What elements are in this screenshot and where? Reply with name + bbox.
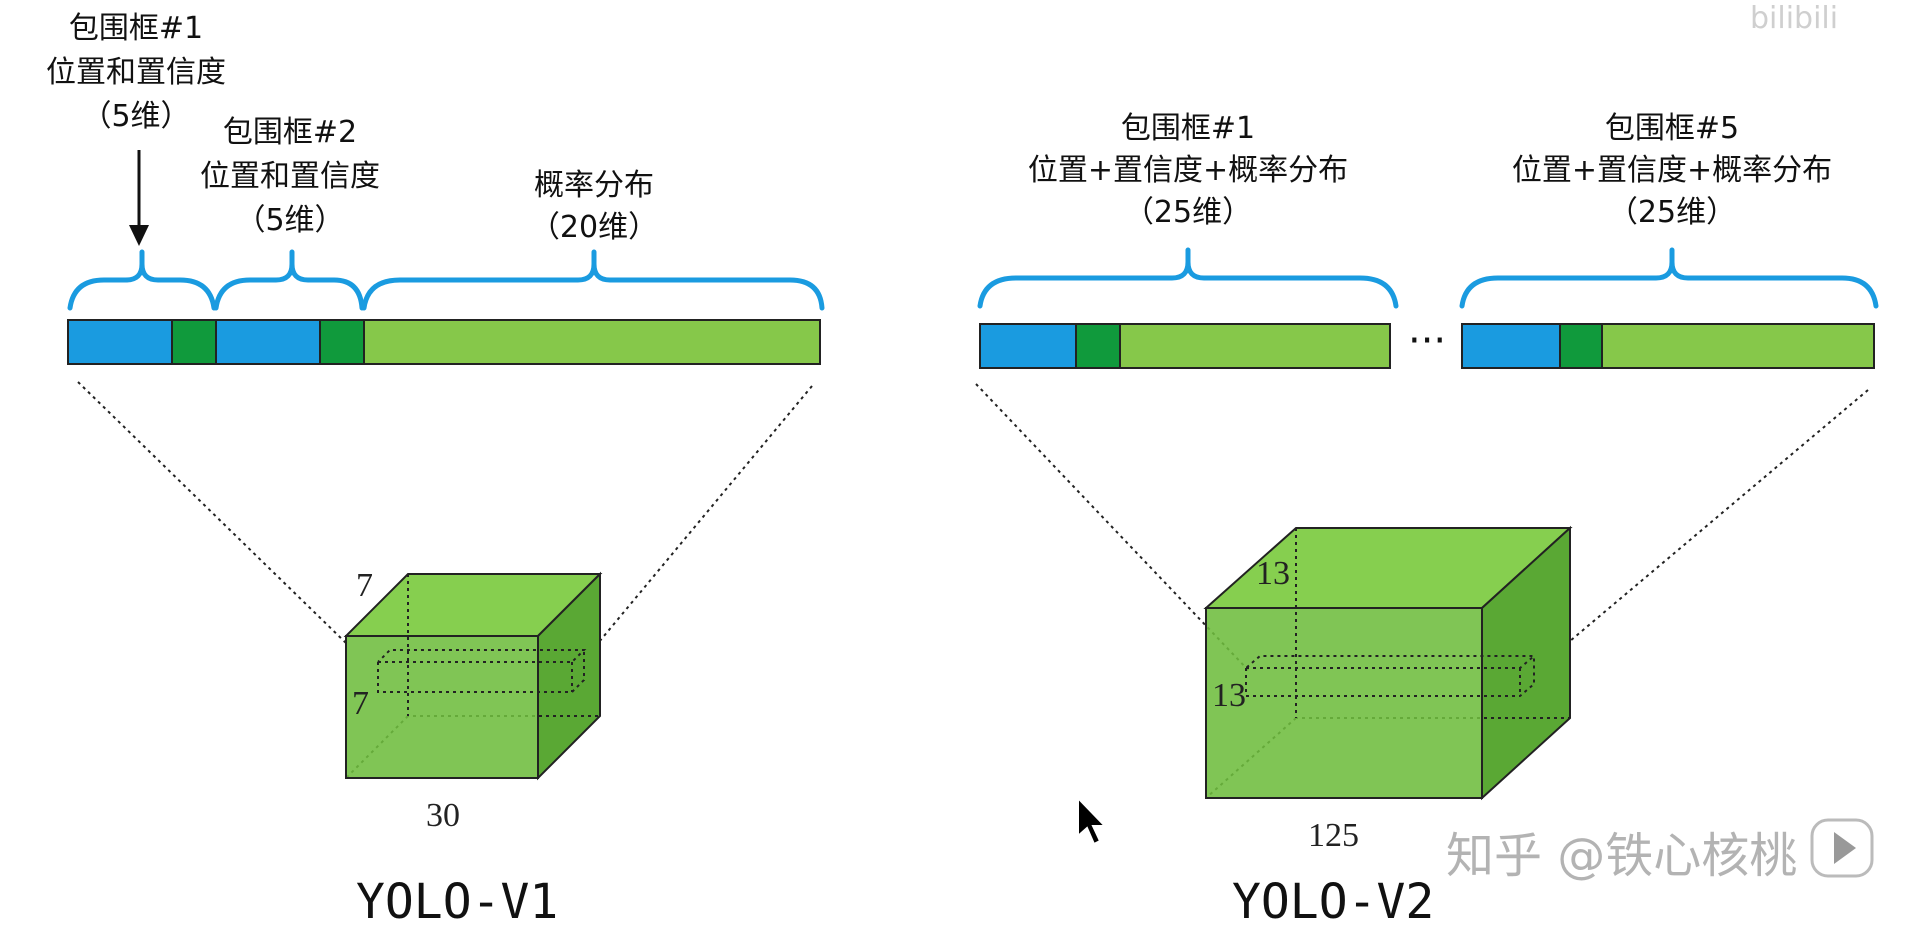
v2-box1-line1: 包围框#1 (1121, 111, 1255, 146)
v1-seg-prob (363, 319, 821, 365)
v2-box5-line1: 包围框#5 (1605, 111, 1739, 146)
v1-box1-arrow (129, 150, 149, 246)
v2-box1-line3: （25维） (1124, 195, 1252, 230)
v2-box5-label: 包围框#5 位置+置信度+概率分布 （25维） (1512, 111, 1832, 230)
v1-box1-line3: （5维） (81, 99, 190, 134)
v2-dim-width: 125 (1308, 817, 1359, 854)
play-icon (1834, 832, 1856, 864)
v1-box1-line1: 包围框#1 (69, 11, 203, 46)
play-button[interactable] (1810, 818, 1874, 878)
v1-box1-label: 包围框#1 位置和置信度 （5维） (46, 11, 226, 134)
v1-seg-pos1 (67, 319, 173, 365)
v1-prob-label: 概率分布 （20维） (530, 168, 658, 245)
v1-seg-pos2 (215, 319, 321, 365)
v2-brace-box1 (977, 247, 1399, 309)
v1-brace-prob (361, 249, 825, 311)
v2-box1-label: 包围框#1 位置+置信度+概率分布 （25维） (1028, 111, 1348, 230)
v2-projection-left (975, 383, 1251, 673)
yolo-v1-panel: 包围框#1 位置和置信度 （5维） 包围框#2 位置和置信度 （5维） 概率分布… (46, 11, 825, 930)
v1-dim-height: 7 (352, 685, 369, 722)
v2-title: YOLO-V2 (1232, 874, 1434, 930)
v2-dim-height: 13 (1212, 677, 1246, 714)
v2-seg5-prob (1601, 323, 1875, 369)
v2-box5-line3: （25维） (1608, 195, 1736, 230)
v1-projection-right (573, 385, 813, 673)
v1-seg-conf2 (319, 319, 365, 365)
v1-seg-conf1 (171, 319, 217, 365)
v1-box2-line3: （5维） (235, 203, 344, 238)
v2-ellipsis: ··· (1408, 318, 1446, 364)
v1-box2-line1: 包围框#2 (223, 115, 357, 150)
v2-seg1-prob (1119, 323, 1391, 369)
v1-dim-depth: 7 (356, 567, 373, 604)
v2-cube-front (1205, 607, 1483, 799)
v1-box2-label: 包围框#2 位置和置信度 （5维） (200, 115, 380, 238)
v1-box1-line2: 位置和置信度 (46, 55, 226, 90)
bilibili-watermark: bilibili (1750, 1, 1838, 36)
v2-box1-line2: 位置+置信度+概率分布 (1028, 153, 1348, 188)
v2-box5-line2: 位置+置信度+概率分布 (1512, 153, 1832, 188)
v1-prob-line2: （20维） (530, 210, 658, 245)
v2-vector-bar-5 (1461, 323, 1875, 369)
v1-brace-box1 (67, 249, 217, 311)
zhihu-watermark: 知乎 @铁心核桃 (1446, 828, 1797, 884)
v2-seg5-conf (1559, 323, 1603, 369)
v1-projection-left (77, 381, 349, 646)
yolo-v2-panel: 包围框#1 位置+置信度+概率分布 （25维） 包围框#5 位置+置信度+概率分… (975, 111, 1879, 930)
v1-box2-line2: 位置和置信度 (200, 159, 380, 194)
v1-brace-box2 (213, 249, 365, 311)
v1-dim-width: 30 (426, 797, 460, 834)
v1-title: YOLO-V1 (356, 874, 558, 930)
v2-cube (1203, 525, 1573, 801)
mouse-cursor-icon (1077, 795, 1108, 846)
v1-cube-front (345, 635, 539, 779)
v2-dim-depth: 13 (1256, 555, 1290, 592)
v2-seg1-conf (1075, 323, 1121, 369)
v1-cube (343, 571, 603, 781)
v1-prob-line1: 概率分布 (534, 168, 654, 203)
v2-cell-tube (1245, 655, 1537, 697)
v2-projection-right (1537, 389, 1869, 669)
v1-cell-tube (377, 649, 587, 693)
v1-vector-bar (67, 319, 821, 365)
v2-seg5-pos (1461, 323, 1561, 369)
v2-vector-bar-1 (979, 323, 1391, 369)
v2-seg1-pos (979, 323, 1077, 369)
v2-brace-box5 (1459, 247, 1879, 309)
